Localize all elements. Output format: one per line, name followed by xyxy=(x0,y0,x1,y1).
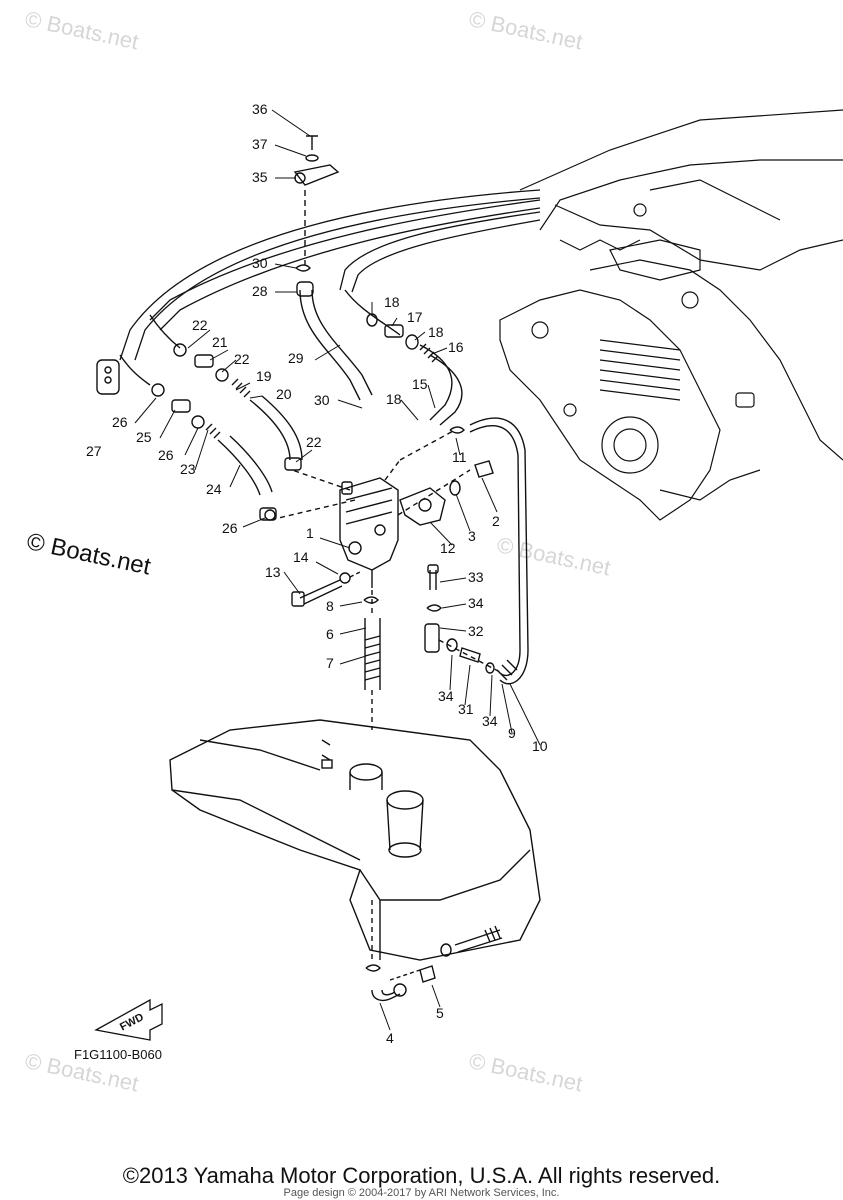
callout-18a: 18 xyxy=(384,294,400,310)
callout-20: 20 xyxy=(276,386,292,402)
callout-10: 10 xyxy=(532,738,548,754)
callout-5: 5 xyxy=(436,1005,444,1021)
callout-2: 2 xyxy=(492,513,500,529)
callout-36: 36 xyxy=(252,101,268,117)
callout-12: 12 xyxy=(440,540,456,556)
callout-16: 16 xyxy=(448,339,464,355)
parts-13-14-8-6-7 xyxy=(291,571,381,730)
callout-18c: 18 xyxy=(386,391,402,407)
hose-16-15 xyxy=(344,289,463,426)
callout-29: 29 xyxy=(288,350,304,366)
engine-block xyxy=(499,109,843,521)
callout-4: 4 xyxy=(386,1030,394,1046)
fwd-arrow-icon xyxy=(94,998,163,1041)
callout-28: 28 xyxy=(252,283,268,299)
fuel-tank xyxy=(169,719,541,961)
fuel-lines xyxy=(119,189,541,361)
callout-22a: 22 xyxy=(192,317,208,333)
callout-18b: 18 xyxy=(428,324,444,340)
callout-26c: 26 xyxy=(222,520,238,536)
callout-25: 25 xyxy=(136,429,152,445)
hose-group-left xyxy=(119,314,303,521)
parts-4-5 xyxy=(365,964,436,1002)
callout-14: 14 xyxy=(293,549,309,565)
callout-37: 37 xyxy=(252,136,268,152)
callout-21: 21 xyxy=(212,334,228,350)
callout-13: 13 xyxy=(265,564,281,580)
fwd-text: FWD xyxy=(118,1011,146,1033)
callout-30a: 30 xyxy=(252,255,268,271)
callout-22b: 22 xyxy=(234,351,250,367)
callout-34b: 34 xyxy=(438,688,454,704)
callout-33: 33 xyxy=(468,569,484,585)
callout-26b: 26 xyxy=(158,447,174,463)
callout-8: 8 xyxy=(326,598,334,614)
top-bracket xyxy=(293,135,340,272)
hose-10 xyxy=(469,417,529,685)
part-27-clip xyxy=(96,359,120,395)
callout-9: 9 xyxy=(508,725,516,741)
callout-26a: 26 xyxy=(112,414,128,430)
callout-31: 31 xyxy=(458,701,474,717)
callout-22c: 22 xyxy=(306,434,322,450)
page-design-text: Page design © 2004-2017 by ARI Network S… xyxy=(283,1187,560,1199)
callout-15: 15 xyxy=(412,376,428,392)
diagram-code: F1G1100-B060 xyxy=(74,1047,162,1062)
parts-31-34 xyxy=(424,564,501,674)
callout-32: 32 xyxy=(468,623,484,639)
copyright-text: ©2013 Yamaha Motor Corporation, U.S.A. A… xyxy=(122,1163,721,1188)
callout-34a: 34 xyxy=(468,595,484,611)
callout-34c: 34 xyxy=(482,713,498,729)
callout-11: 11 xyxy=(452,449,467,465)
callout-30b: 30 xyxy=(314,392,330,408)
callout-7: 7 xyxy=(326,655,334,671)
callout-6: 6 xyxy=(326,626,334,642)
callout-17: 17 xyxy=(407,309,423,325)
callout-27: 27 xyxy=(86,443,102,459)
callout-3: 3 xyxy=(468,528,476,544)
callout-labels: 36 37 35 30 28 29 30 18 17 18 16 15 18 2… xyxy=(86,101,548,1046)
callout-23: 23 xyxy=(180,461,196,477)
callout-1: 1 xyxy=(306,525,314,541)
callout-19: 19 xyxy=(256,368,272,384)
part-11 xyxy=(449,426,465,434)
leader-lines xyxy=(134,109,541,1031)
parts-2-3-12 xyxy=(397,460,494,526)
callout-35: 35 xyxy=(252,169,268,185)
callout-24: 24 xyxy=(206,481,222,497)
hose-29 xyxy=(296,281,373,401)
